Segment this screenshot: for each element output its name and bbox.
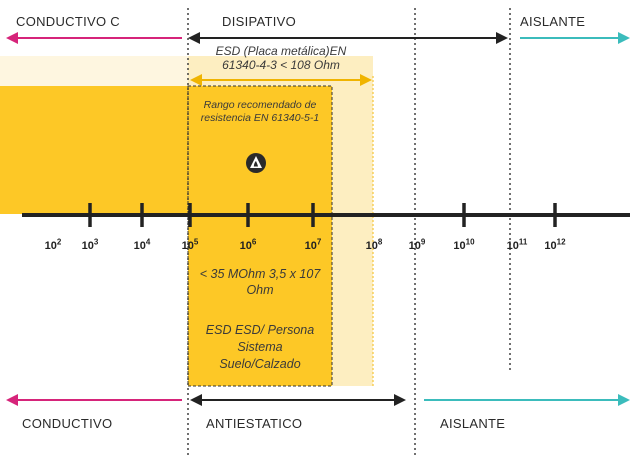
- person-range-text: < 35 MOhm 3,5 x 107 Ohm: [199, 267, 321, 297]
- tick-exponent: 7: [316, 237, 322, 247]
- tick-exponent: 6: [251, 237, 257, 247]
- axis-tick-group: [88, 203, 557, 227]
- tick-exponent: 10: [465, 237, 475, 247]
- tick-exponent: 2: [56, 237, 62, 247]
- axis-tick-label-1e4: 104: [133, 237, 151, 252]
- top-label-dissipative: DISIPATIVO: [222, 14, 297, 29]
- axis-tick-label-1e8: 108: [365, 237, 383, 252]
- tick-base: 10: [181, 240, 194, 252]
- tick-base: 10: [408, 240, 421, 252]
- esd-plate-text: ESD (Placa metálica)EN 61340-4-3 < 108 O…: [215, 44, 347, 72]
- axis-tick-label-1e10: 1010: [453, 237, 475, 252]
- bottom-label-conductive: CONDUCTIVO: [22, 416, 113, 431]
- tick-exponent: 9: [420, 237, 426, 247]
- top-insulating-arrowhead: [618, 32, 630, 44]
- tick-base: 10: [133, 240, 146, 252]
- axis-tick-label-1e9: 109: [408, 237, 426, 252]
- axis-tick-label-1e6: 106: [239, 237, 257, 252]
- axis-tick-label-1e11: 1011: [506, 237, 528, 252]
- top-dissipative-arrowhead-right: [496, 32, 508, 44]
- tick-exponent: 4: [145, 237, 151, 247]
- yellow-recommended-box: [188, 86, 332, 386]
- tick-base: 10: [44, 240, 57, 252]
- tick-exponent: 12: [556, 237, 566, 247]
- axis-tick-label-1e7: 107: [304, 237, 322, 252]
- bottom-antistatic-arrowhead-right: [394, 394, 406, 406]
- axis-tick-label-1e2: 102: [44, 237, 62, 252]
- tick-base: 10: [304, 240, 317, 252]
- top-label-conductive: CONDUCTIVO C: [16, 14, 120, 29]
- axis-tick-label-1e5: 105: [181, 237, 199, 252]
- top-conductive-arrowhead: [6, 32, 18, 44]
- bottom-label-antistatic: ANTIESTATICO: [206, 416, 303, 431]
- bottom-antistatic-arrowhead-left: [190, 394, 202, 406]
- bottom-label-insulating: AISLANTE: [440, 416, 506, 431]
- tick-base: 10: [506, 240, 519, 252]
- pale-band: [0, 56, 188, 86]
- top-label-insulating: AISLANTE: [520, 14, 586, 29]
- tick-exponent: 11: [518, 237, 528, 247]
- system-text: ESD ESD/ Persona Sistema Suelo/Calzado: [205, 323, 315, 371]
- tick-exponent: 5: [193, 237, 199, 247]
- tick-base: 10: [81, 240, 94, 252]
- recommended-box-outline: [187, 85, 333, 387]
- tick-base: 10: [544, 240, 557, 252]
- bottom-conductive-arrowhead: [6, 394, 18, 406]
- tick-base: 10: [239, 240, 252, 252]
- axis-tick-label-1e3: 103: [81, 237, 99, 252]
- tick-base: 10: [365, 240, 378, 252]
- esd-plate-arrowhead-left: [190, 74, 202, 86]
- tick-exponent: 8: [377, 237, 383, 247]
- tick-exponent: 3: [93, 237, 99, 247]
- yellow-band-left: [0, 86, 188, 214]
- recommended-range-text: Rango recomendado de resistencia EN 6134…: [200, 99, 320, 124]
- axis-tick-label-1e12: 1012: [544, 237, 566, 252]
- esd-plate-arrowhead-right: [360, 74, 372, 86]
- top-dissipative-arrowhead-left: [188, 32, 200, 44]
- bottom-insulating-arrowhead: [618, 394, 630, 406]
- esd-warning-icon: [246, 153, 266, 173]
- tick-base: 10: [453, 240, 466, 252]
